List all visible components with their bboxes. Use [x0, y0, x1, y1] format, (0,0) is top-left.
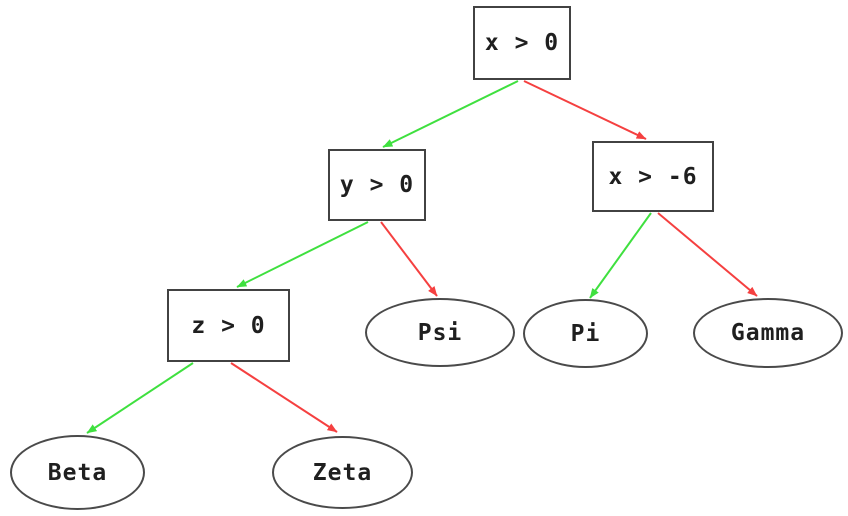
- leaf-node-gamma-label: Gamma: [730, 320, 806, 346]
- edge-z-to-zeta: [230, 362, 338, 433]
- leaf-node-pi-label: Pi: [570, 320, 601, 347]
- decision-node-x-gt-neg6: x > -6: [592, 141, 714, 212]
- decision-node-z-gt-0-label: z > 0: [191, 312, 266, 339]
- decision-node-y-gt-0-label: y > 0: [339, 172, 415, 198]
- leaf-node-beta: Beta: [10, 435, 145, 510]
- edge-root-to-y: [382, 80, 519, 148]
- leaf-node-pi: Pi: [523, 299, 648, 368]
- decision-node-y-gt-0: y > 0: [328, 149, 426, 221]
- decision-node-x-gt-0: x > 0: [473, 6, 571, 80]
- leaf-node-psi-label: Psi: [417, 319, 463, 346]
- leaf-node-gamma: Gamma: [693, 298, 843, 368]
- edge-root-to-xneg6: [523, 80, 647, 140]
- decision-node-x-gt-0-label: x > 0: [484, 30, 560, 56]
- decision-node-x-gt-neg6-label: x > -6: [608, 163, 698, 190]
- leaf-node-zeta-label: Zeta: [312, 459, 373, 486]
- edge-xneg6-to-pi: [589, 212, 652, 299]
- leaf-node-zeta: Zeta: [272, 436, 413, 509]
- leaf-node-psi: Psi: [365, 298, 515, 367]
- edge-z-to-beta: [86, 362, 194, 434]
- leaf-node-beta-label: Beta: [47, 459, 108, 486]
- edge-xneg6-to-gamma: [657, 212, 758, 297]
- decision-node-z-gt-0: z > 0: [167, 289, 290, 362]
- edge-y-to-psi: [380, 221, 438, 297]
- edge-y-to-z: [236, 221, 369, 288]
